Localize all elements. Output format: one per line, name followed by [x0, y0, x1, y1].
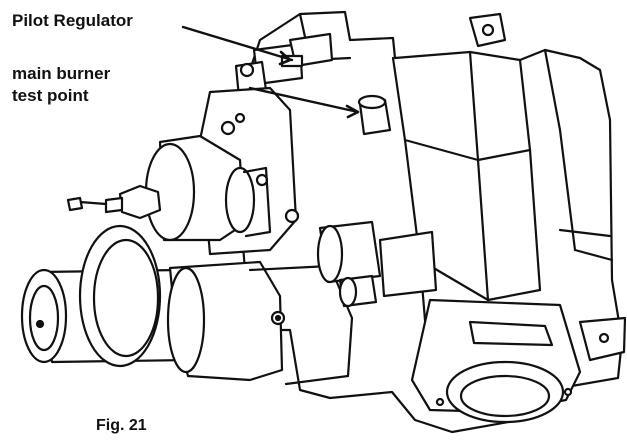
solenoid-coil — [144, 134, 272, 242]
top-mounting-bracket — [468, 12, 507, 48]
main-burner-label-line2: test point — [12, 86, 89, 105]
figure-caption: Fig. 21 — [96, 417, 147, 434]
main-burner-test-point — [357, 94, 392, 136]
main-burner-label-line1: main burner — [12, 64, 111, 83]
thermocouple-nut — [66, 184, 162, 220]
right-mounting-ear — [578, 316, 627, 362]
pilot-regulator-label: Pilot Regulator — [12, 11, 133, 30]
outlet-flange — [410, 298, 582, 424]
inlet-flange-ring — [78, 224, 162, 368]
side-boss — [316, 220, 438, 308]
leader-lines — [181, 25, 360, 119]
regulator-section — [166, 260, 354, 386]
